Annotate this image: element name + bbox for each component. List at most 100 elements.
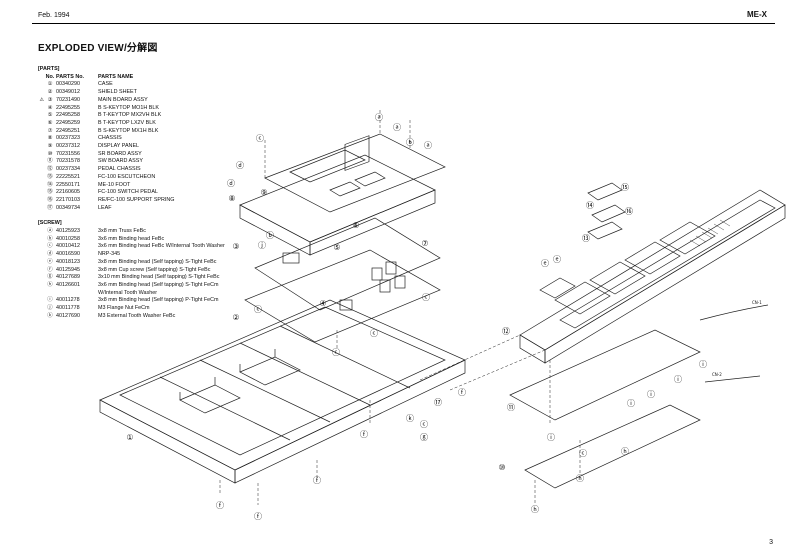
part-number: 00340290 xyxy=(56,81,80,88)
callout-12: ⑫ xyxy=(502,327,510,336)
part-name: LEAF xyxy=(98,204,112,211)
callout-i5: ⓘ xyxy=(547,433,555,442)
callout-b2: ⓑ xyxy=(266,231,274,240)
cn1-cable xyxy=(699,304,769,321)
part-index: ⑰ xyxy=(47,204,53,211)
part-index: ⑮ xyxy=(47,189,53,196)
part-name: CHASSIS xyxy=(98,135,122,142)
callout-d2: ⓓ xyxy=(227,179,235,188)
main-board-drawing xyxy=(254,135,441,311)
part-name: B S-KEYTOP MX1H BLK xyxy=(98,127,159,134)
screw-part-number: 40011278 xyxy=(56,297,80,304)
callout-8: ⑧ xyxy=(228,194,235,203)
callout-6: ⑥ xyxy=(352,221,359,230)
screw-name: 3x8 mm Cup screw (Self tapping) S-Tight … xyxy=(98,266,211,273)
callout-f2: ⓕ xyxy=(360,430,368,439)
part-index: ⑤ xyxy=(47,112,53,119)
part-name: B T-KEYTOP LX2V BLK xyxy=(98,119,156,126)
shield-sheet-drawing xyxy=(244,249,441,343)
callout-j1: ⓙ xyxy=(258,241,266,250)
part-index: ③ xyxy=(47,96,53,103)
callout-b1: ⓑ xyxy=(406,138,414,147)
callout-e1: ⓔ xyxy=(541,259,549,268)
part-number: 22495258 xyxy=(56,112,80,119)
part-name: B T-KEYTOP MX2VH BLK xyxy=(98,112,162,119)
part-index: ⑪ xyxy=(47,158,53,165)
part-index: ② xyxy=(47,89,53,96)
callout-i4: ⓘ xyxy=(627,399,635,408)
part-name: FC-100 SWITCH PEDAL xyxy=(98,189,158,196)
callout-h3: ⓗ xyxy=(531,505,539,514)
callout-i3: ⓘ xyxy=(647,390,655,399)
callout-c2: ⓒ xyxy=(254,305,262,314)
screw-part-number: 40010258 xyxy=(56,235,80,242)
parts-header-row: No. PARTS No. PARTS NAME xyxy=(38,74,225,82)
part-number: 22495255 xyxy=(56,104,80,111)
warning-icon: ⚠ xyxy=(39,96,44,103)
part-number: 22495259 xyxy=(56,119,80,126)
callout-c7: ⓒ xyxy=(579,449,587,458)
part-name: CASE xyxy=(98,81,113,88)
part-index: ④ xyxy=(47,104,53,111)
page-title: EXPLODED VIEW/分解図 xyxy=(38,43,158,54)
screw-name: 3x6 mm Binding head FeBc xyxy=(98,235,165,242)
part-name: FC-100 ESCUTCHEON xyxy=(98,173,156,180)
pedal-keys-drawing xyxy=(539,221,716,315)
callout-c6: ⓒ xyxy=(420,420,428,429)
screw-name: M3 External Tooth Washer FeBc xyxy=(98,312,176,319)
callout-3: ③ xyxy=(232,242,239,251)
screw-name: W/Internal Tooth Washer xyxy=(98,289,158,296)
callout-5: ⑤ xyxy=(333,243,340,252)
part-number: 00237323 xyxy=(56,135,80,142)
part-number: 22160605 xyxy=(56,189,80,196)
part-number: 00237312 xyxy=(56,143,80,150)
screw-name: NRP-345 xyxy=(98,251,121,258)
case-drawing xyxy=(99,299,466,484)
page-number: 3 xyxy=(769,539,773,546)
col-no: No. xyxy=(45,73,55,80)
callout-i1: ⓘ xyxy=(699,360,707,369)
callout-4: ④ xyxy=(319,299,326,308)
part-index: ⑦ xyxy=(47,127,53,134)
screw-name: 3x8 mm Truss FeBc xyxy=(98,228,146,235)
screw-index: ⓗ xyxy=(47,281,53,288)
screw-part-number: 40011778 xyxy=(56,305,80,312)
screw-name: 3x10 mm Binding head (Self tapping) S-Ti… xyxy=(98,274,220,281)
part-name: SHIELD SHEET xyxy=(98,89,137,96)
part-name: SR BOARD ASSY xyxy=(98,150,142,157)
part-index: ⑨ xyxy=(47,143,53,150)
screw-section-title: [SCREW] xyxy=(38,220,62,227)
screw-part-number: 40126601 xyxy=(56,281,80,288)
callout-f3: ⓕ xyxy=(313,476,321,485)
screw-index: ⓑ xyxy=(47,235,53,242)
callout-16: ⑯ xyxy=(625,207,633,216)
callout-7: ⑦ xyxy=(421,239,428,248)
display-panel-drawing xyxy=(264,133,446,213)
screw-name: 3x6 mm Binding head (Self tapping) S-Tig… xyxy=(98,281,219,288)
callout-d1: ⓓ xyxy=(236,161,244,170)
part-number: 22170103 xyxy=(56,196,80,203)
fc100-detail-drawing xyxy=(587,182,626,240)
part-number: 70231490 xyxy=(56,96,80,103)
col-name: PARTS NAME xyxy=(98,73,134,80)
